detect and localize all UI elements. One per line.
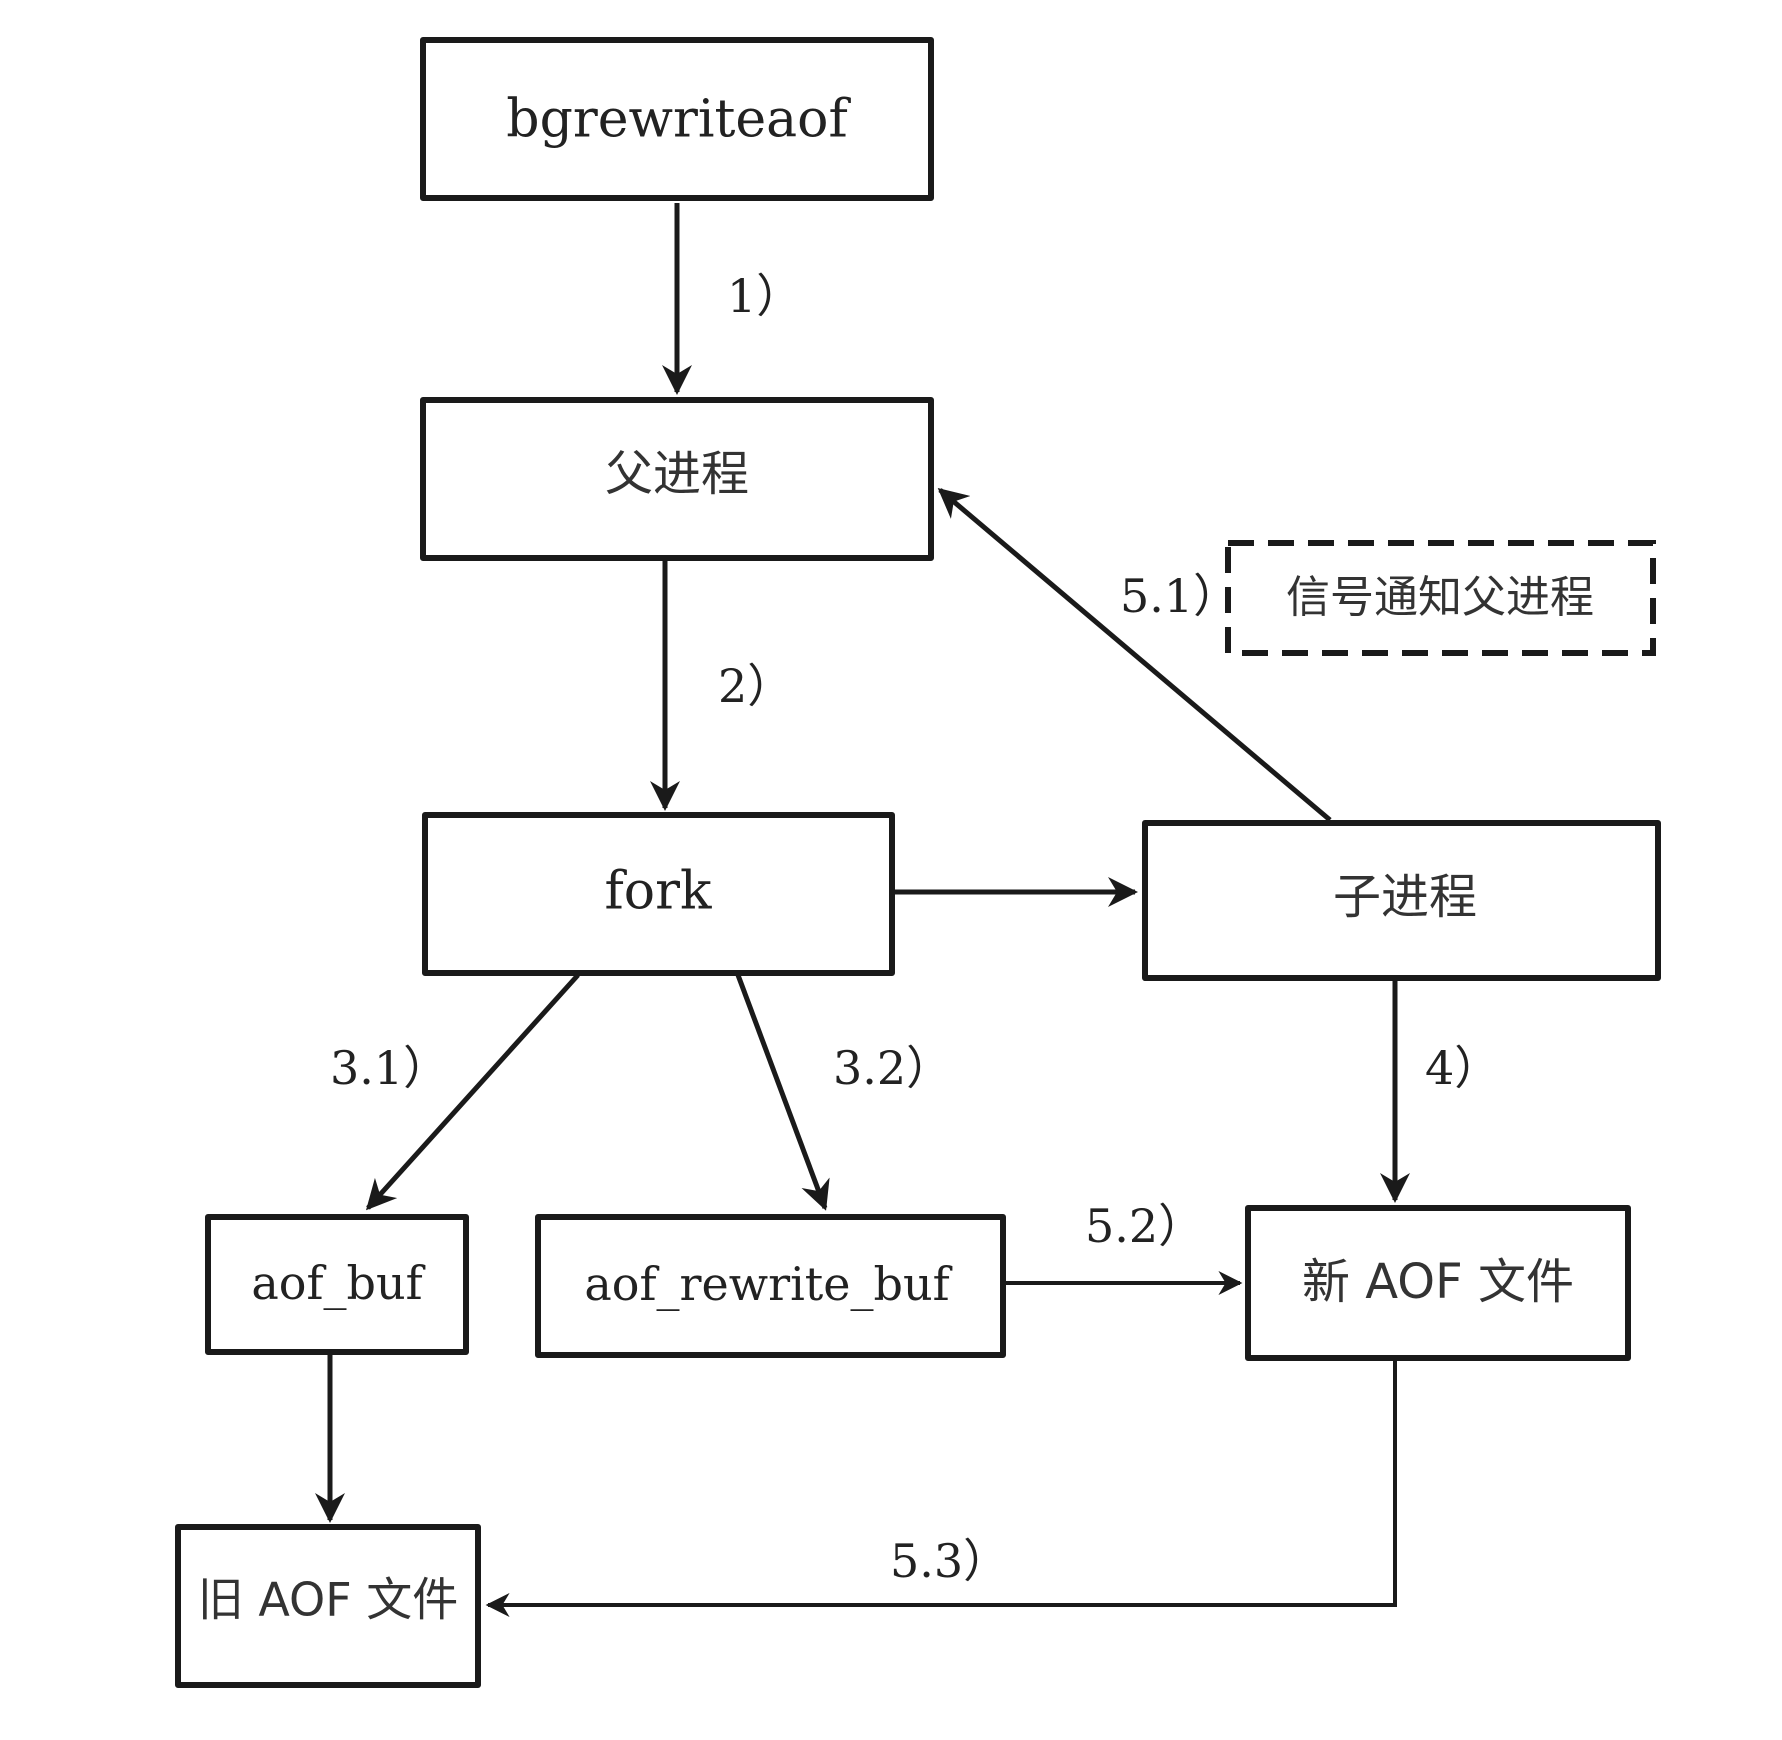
edge-label-2: 2）	[718, 659, 793, 713]
node-signal-note-label: 信号通知父进程	[1286, 572, 1594, 623]
edge-label-4: 4）	[1425, 1041, 1500, 1095]
edge-label-5-3: 5.3）	[890, 1534, 1009, 1588]
node-child-process: 子进程	[1142, 820, 1661, 981]
edge-label-1: 1）	[727, 269, 802, 323]
node-aof-rewrite-buf-label: aof_rewrite_buf	[584, 1257, 952, 1311]
node-bgrewriteaof-label: bgrewriteaof	[506, 90, 851, 150]
edge-fork-to-aof-rewrite-buf	[735, 974, 830, 1211]
node-fork-label: fork	[605, 862, 712, 922]
edge-new-aof-to-old-aof	[485, 1360, 1397, 1617]
node-fork: fork	[422, 812, 895, 976]
node-aof-buf-label: aof_buf	[251, 1256, 425, 1310]
edge-label-5-1: 5.1）	[1120, 569, 1239, 623]
node-old-aof-file-label: 旧 AOF 文件	[198, 1573, 459, 1627]
node-bgrewriteaof: bgrewriteaof	[420, 37, 934, 201]
node-aof-buf: aof_buf	[205, 1214, 469, 1355]
node-signal-note: 信号通知父进程	[1225, 540, 1656, 656]
edge-child-to-parent-signal	[937, 488, 1332, 822]
node-parent-process-label: 父进程	[605, 446, 749, 502]
edge-label-3-1: 3.1）	[330, 1041, 449, 1095]
node-old-aof-file: 旧 AOF 文件	[175, 1524, 481, 1688]
edge-fork-to-aof-buf	[365, 973, 580, 1211]
edge-label-3-2: 3.2）	[833, 1041, 952, 1095]
edge-label-5-2: 5.2）	[1085, 1199, 1204, 1253]
node-aof-rewrite-buf: aof_rewrite_buf	[535, 1214, 1006, 1358]
node-parent-process: 父进程	[420, 397, 934, 561]
node-child-process-label: 子进程	[1333, 869, 1477, 925]
node-new-aof-file: 新 AOF 文件	[1245, 1205, 1631, 1361]
node-new-aof-file-label: 新 AOF 文件	[1302, 1254, 1574, 1310]
